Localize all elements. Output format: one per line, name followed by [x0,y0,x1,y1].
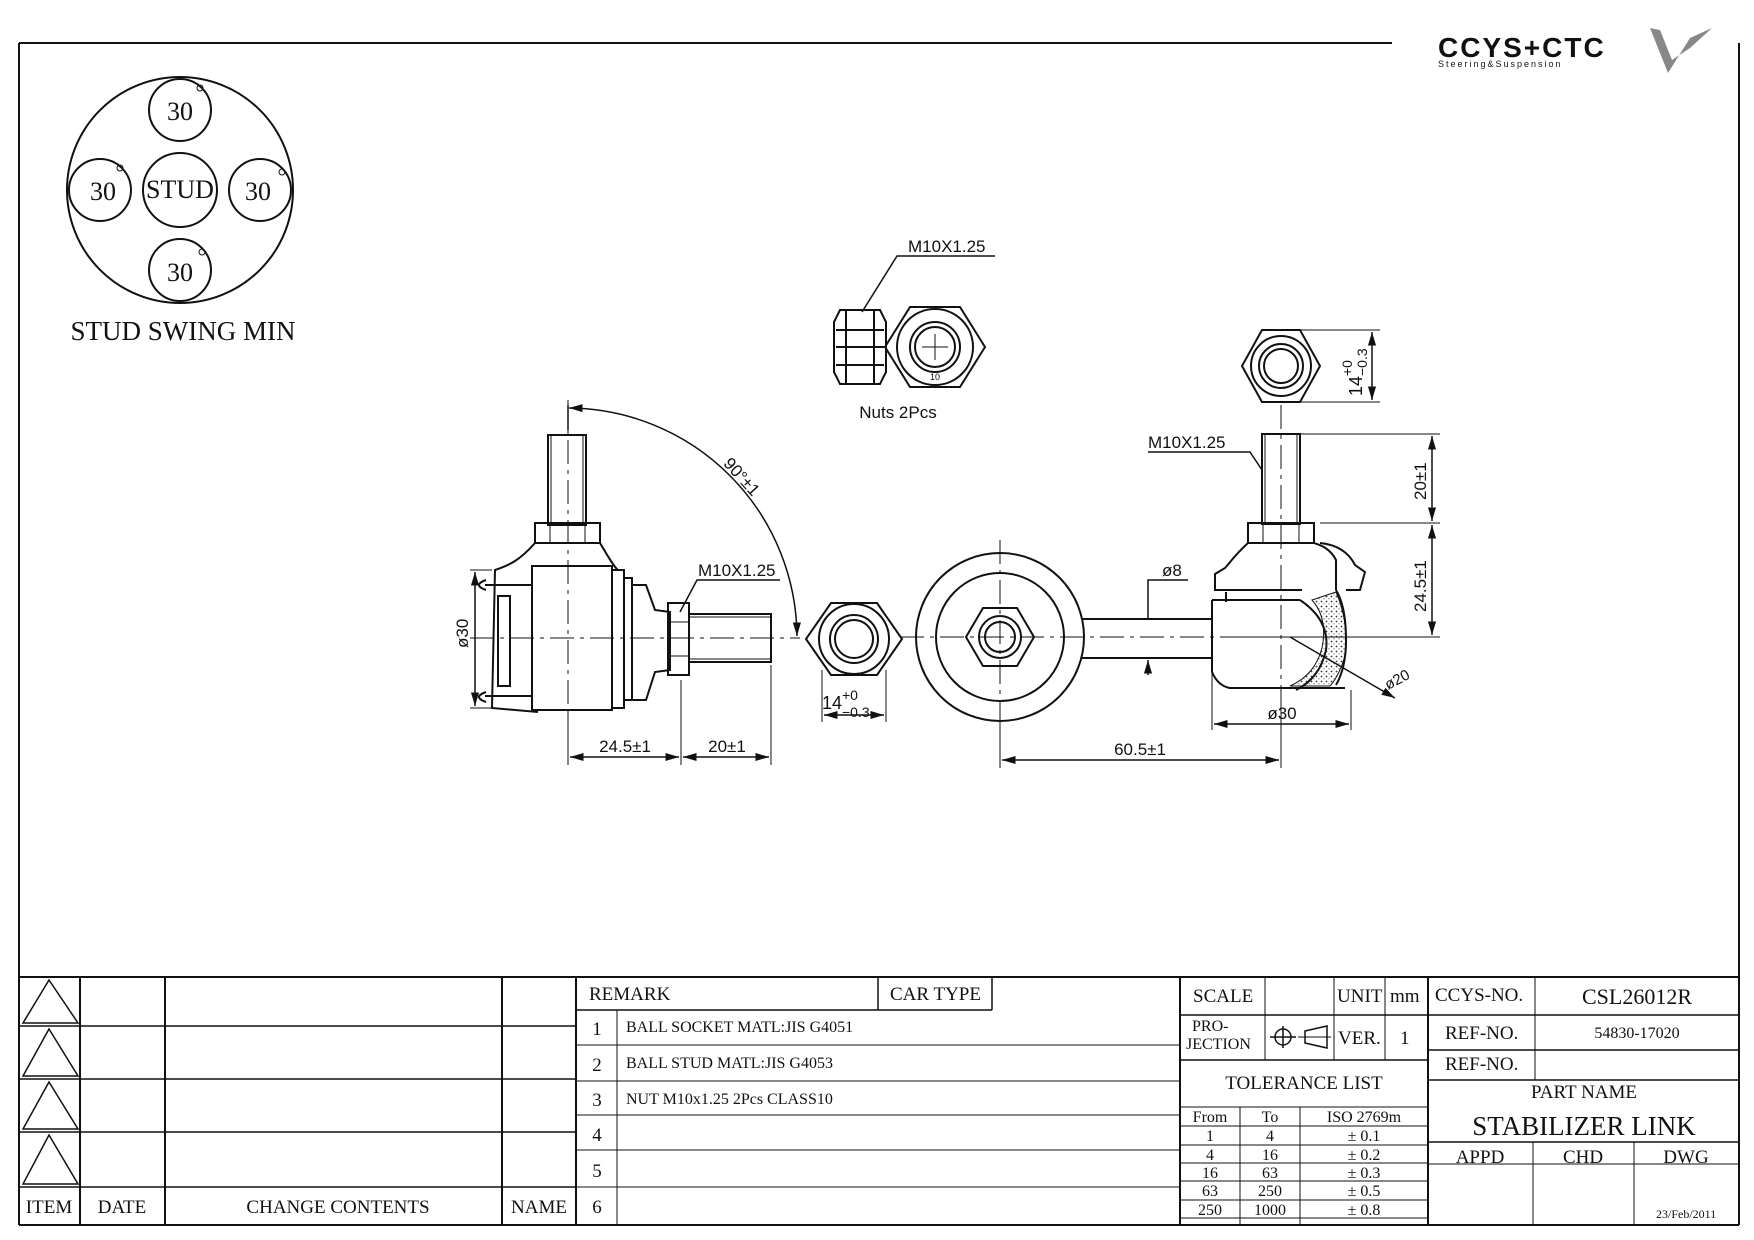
right-top-nut-view [1240,329,1322,403]
angle-dimension [567,404,801,637]
rod-diameter-label: ø8 [1162,561,1182,580]
left-socket-length-label: 24.5±1 [599,737,651,756]
right-stud-length-label: 20±1 [1411,462,1430,500]
middle-nut-tol-upper: +0 [842,687,858,703]
left-center-lines [470,400,800,740]
projection-symbol-icon [1270,1025,1331,1049]
stud-swing-diagram [66,76,294,304]
left-diameter-dimension [470,569,492,709]
swing-right-angle: 30 [245,177,271,206]
right-socket-length-label: 24.5±1 [1411,560,1430,612]
left-diameter-label: ø30 [453,619,472,648]
middle-nut-width: 14 [822,693,842,713]
right-top-nut-tol-upper: +0 [1339,360,1355,376]
center-length-dimension [999,700,1282,768]
middle-nut-dimension [821,670,887,722]
ball-diameter-leader [1289,636,1396,699]
logo-mark-icon [1650,28,1712,73]
swing-left-angle: 30 [90,177,116,206]
right-top-nut-width: 14 [1346,376,1366,396]
left-length-dimensions [567,665,772,765]
nut-side-view [833,309,887,385]
nut-thread-leader [861,255,995,313]
ball-seat-hatching [1289,591,1347,687]
right-center-lines [900,540,1240,740]
left-stud-thread-leader [679,579,780,613]
nut-thread-label: M10X1.25 [908,237,986,256]
left-stud-length-label: 20±1 [708,737,746,756]
swing-bottom-angle: 30 [167,258,193,287]
nuts-quantity-label: Nuts 2Pcs [859,403,936,422]
left-stud-thread-label: M10X1.25 [698,561,776,580]
nut-size-number: 10 [930,372,940,382]
right-top-nut-dimension [1300,329,1380,403]
ball-diameter-label: ø20 [1382,666,1413,693]
right-stud-thread-label: M10X1.25 [1148,433,1226,452]
right-top-nut-tol-lower: −0.3 [1354,348,1370,376]
right-length-dimensions [1240,433,1440,638]
rod-diameter-dimension [1143,579,1188,675]
logo-text: CCYS+CTC [1438,32,1606,63]
middle-nut-view [804,602,904,676]
company-logo: CCYS+CTC Steering&Suspension [1438,28,1712,73]
swing-center-label: STUD [146,175,214,204]
swing-title: STUD SWING MIN [71,316,296,346]
right-diameter-label: ø30 [1267,704,1296,723]
nut-front-view [883,306,987,388]
title-block-grid [19,976,1739,1225]
center-length-label: 60.5±1 [1114,740,1166,759]
logo-subtitle: Steering&Suspension [1438,59,1563,69]
middle-nut-tol-lower: −0.3 [842,704,870,720]
right-stud-thread-leader [1148,451,1263,471]
swing-top-angle: 30 [167,97,193,126]
sheet-border [18,42,1740,1226]
angle-label: 90°±1 [720,454,764,500]
